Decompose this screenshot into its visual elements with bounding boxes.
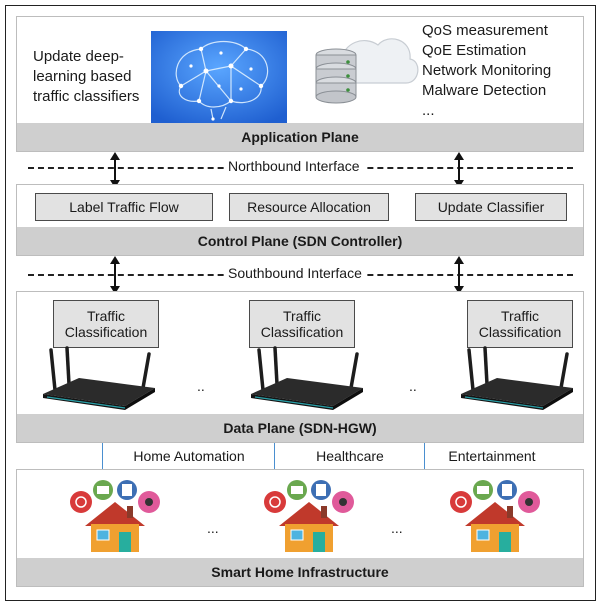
arrow-updown-icon — [454, 152, 464, 188]
control-plane-title: Control Plane (SDN Controller) — [17, 227, 583, 255]
app-right-list: QoS measurement QoE Estimation Network M… — [422, 21, 582, 121]
smart-home-title: Smart Home Infrastructure — [17, 558, 583, 586]
database-cloud-icon — [315, 38, 419, 104]
domain-entertainment: Entertainment — [448, 448, 536, 464]
app-item-qos: QoS measurement — [422, 22, 548, 39]
data-plane-title: Data Plane (SDN-HGW) — [17, 414, 583, 442]
router-icon — [43, 346, 155, 410]
arrow-updown-icon — [110, 256, 120, 294]
application-plane: Update deep-learning based traffic class… — [16, 16, 584, 152]
label-traffic-flow-box: Label Traffic Flow — [35, 193, 213, 221]
traffic-classification-box: Traffic Classification — [53, 300, 159, 348]
smart-home-icon — [264, 480, 354, 552]
domain-separator — [102, 443, 103, 469]
app-item-qoe: QoE Estimation — [422, 42, 527, 59]
traffic-classification-box: Traffic Classification — [249, 300, 355, 348]
update-classifier-box: Update Classifier — [415, 193, 567, 221]
app-item-network-monitoring: Network Monitoring — [422, 62, 552, 79]
app-left-text: Update deep-learning based traffic class… — [33, 48, 140, 105]
smart-home-infrastructure: ... ... Smart Home Infrastructure — [16, 469, 584, 587]
northbound-label: Northbound Interface — [224, 158, 364, 174]
home-ellipsis: ... — [207, 520, 219, 536]
router-icon — [251, 346, 363, 410]
domain-healthcare: Healthcare — [316, 448, 384, 464]
app-item-ellipsis: ... — [422, 102, 435, 119]
data-plane: Traffic Classification Traffic Classific… — [16, 291, 584, 443]
domain-separator — [274, 443, 275, 469]
home-ellipsis: ... — [391, 520, 403, 536]
arrow-updown-icon — [454, 256, 464, 294]
smart-home-icon — [70, 480, 160, 552]
router-ellipsis: .. — [409, 378, 417, 394]
app-item-malware: Malware Detection — [422, 82, 547, 99]
brain-icon — [151, 31, 287, 123]
diagram-frame: Update deep-learning based traffic class… — [5, 5, 596, 601]
southbound-label: Southbound Interface — [224, 265, 366, 281]
domain-home-automation: Home Automation — [133, 448, 245, 464]
domain-separator — [424, 443, 425, 469]
arrow-updown-icon — [110, 152, 120, 188]
router-icon — [461, 346, 573, 410]
smart-home-icon — [450, 480, 540, 552]
control-plane: Label Traffic Flow Resource Allocation U… — [16, 184, 584, 256]
application-plane-title: Application Plane — [17, 123, 583, 151]
traffic-classification-box: Traffic Classification — [467, 300, 573, 348]
router-ellipsis: .. — [197, 378, 205, 394]
resource-allocation-box: Resource Allocation — [229, 193, 389, 221]
